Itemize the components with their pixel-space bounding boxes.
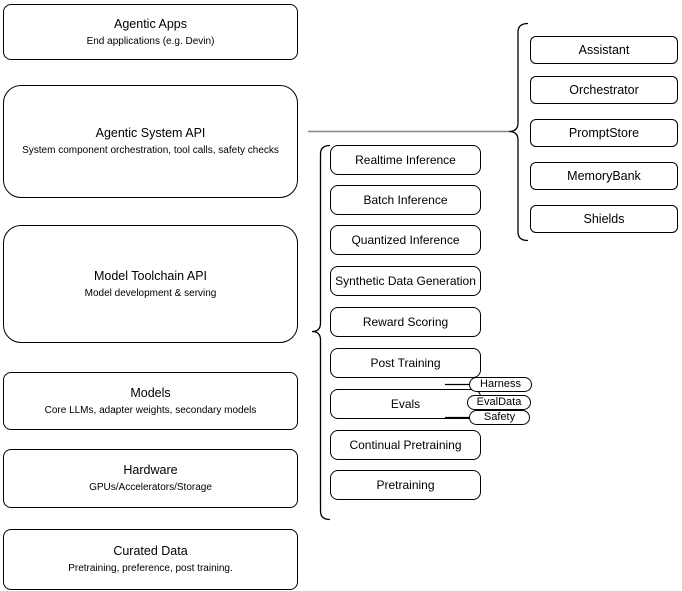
toolchain-item-synthetic-data-generation: Synthetic Data Generation xyxy=(330,266,481,296)
agentic-apps-title: Agentic Apps xyxy=(114,16,187,31)
system-component-memorybank: MemoryBank xyxy=(530,162,678,190)
toolchain-item-pretraining: Pretraining xyxy=(330,470,481,500)
toolchain-item-batch-inference: Batch Inference xyxy=(330,185,481,215)
system-component-assistant: Assistant xyxy=(530,36,678,64)
curated-data-box: Curated Data Pretraining, preference, po… xyxy=(3,529,298,590)
model-toolchain-api-title: Model Toolchain API xyxy=(93,268,208,283)
agentic-system-api-subtitle: System component orchestration, tool cal… xyxy=(22,145,279,156)
system-component-orchestrator: Orchestrator xyxy=(530,76,678,104)
toolchain-item-reward-scoring: Reward Scoring xyxy=(330,307,481,337)
toolchain-item-continual-pretraining: Continual Pretraining xyxy=(330,430,481,460)
evals-pill-harness: Harness xyxy=(469,377,532,392)
system-component-shields: Shields xyxy=(530,205,678,233)
curated-data-subtitle: Pretraining, preference, post training. xyxy=(68,563,233,574)
agentic-apps-subtitle: End applications (e.g. Devin) xyxy=(86,35,215,47)
model-toolchain-api-box: Model Toolchain API Model development & … xyxy=(3,225,298,343)
evals-pill-safety: Safety xyxy=(469,410,530,425)
system-component-promptstore: PromptStore xyxy=(530,119,678,147)
agentic-system-api-title: Agentic System API xyxy=(95,126,206,140)
agentic-system-api-box: Agentic System API System component orch… xyxy=(3,85,298,198)
toolchain-item-quantized-inference: Quantized Inference xyxy=(330,225,481,255)
models-box: Models Core LLMs, adapter weights, secon… xyxy=(3,372,298,430)
models-title: Models xyxy=(130,385,171,400)
system-components-curly-brace xyxy=(508,22,529,242)
agentic-apps-box: Agentic Apps End applications (e.g. Devi… xyxy=(3,4,298,60)
curated-data-title: Curated Data xyxy=(113,544,188,558)
hardware-title: Hardware xyxy=(123,463,178,477)
hardware-box: Hardware GPUs/Accelerators/Storage xyxy=(3,449,298,508)
toolchain-item-realtime-inference: Realtime Inference xyxy=(330,145,481,175)
model-toolchain-api-subtitle: Model development & serving xyxy=(84,287,217,299)
evals-pill-evaldata: EvalData xyxy=(467,395,531,410)
toolchain-item-post-training: Post Training xyxy=(330,348,481,378)
toolchain-item-evals: Evals xyxy=(330,389,481,419)
hardware-subtitle: GPUs/Accelerators/Storage xyxy=(89,482,212,493)
models-subtitle: Core LLMs, adapter weights, secondary mo… xyxy=(44,404,257,416)
toolchain-curly-brace xyxy=(311,144,331,521)
